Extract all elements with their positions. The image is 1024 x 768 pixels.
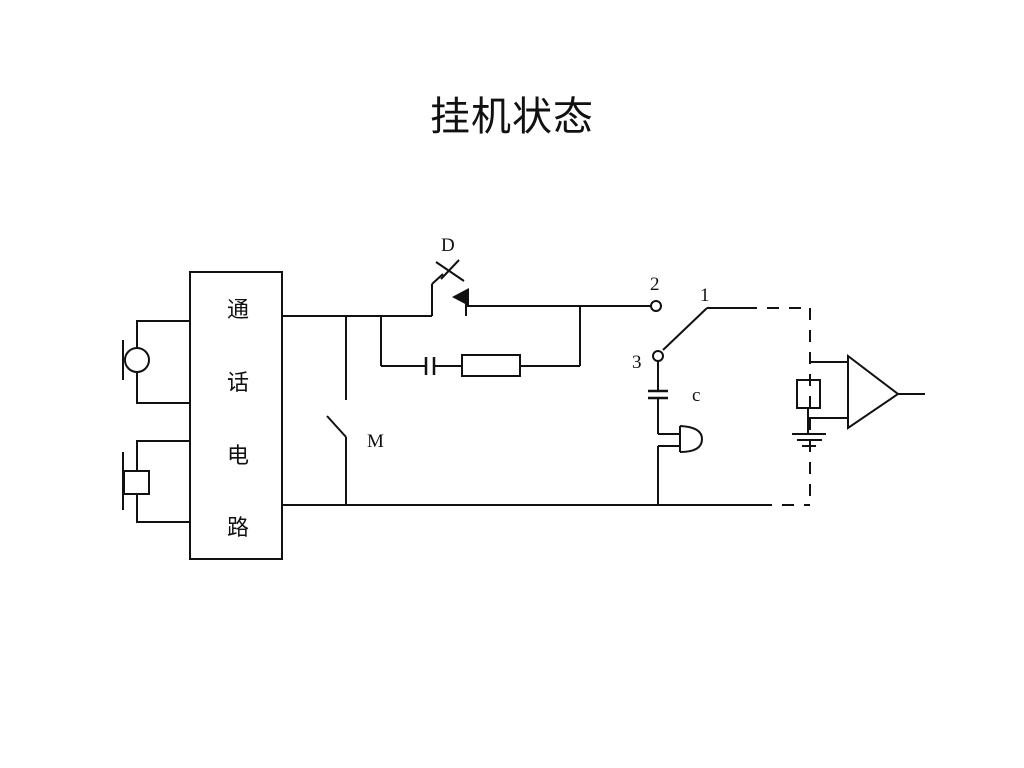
block-char-4: 路: [227, 516, 249, 541]
block-char-2: 话: [227, 371, 249, 396]
receiver-icon: [122, 440, 190, 523]
contact-3-label: 3: [632, 352, 642, 373]
contact-3-terminal: [652, 350, 664, 362]
diode-icon: [431, 259, 652, 316]
diode-arrow-icon: [452, 288, 469, 306]
capacitor-label: c: [692, 385, 700, 406]
dashed-line-connection: [745, 307, 811, 506]
amplifier-icon: [808, 353, 925, 430]
hook-switch: [326, 415, 347, 505]
microphone-icon: [122, 320, 190, 404]
switch-lever: [662, 307, 708, 351]
call-circuit-block: [189, 271, 283, 560]
contact-2-label: 2: [650, 274, 660, 295]
capacitor-c: [648, 361, 668, 434]
diode-label: D: [441, 235, 455, 256]
hook-switch-label: M: [367, 431, 384, 452]
ground-icon: [792, 433, 826, 447]
contact-2-terminal: [650, 300, 662, 312]
page-title: 挂机状态: [430, 94, 594, 140]
block-char-1: 通: [227, 298, 249, 323]
rc-branch: [380, 306, 581, 377]
bell-icon: [657, 425, 704, 505]
contact-1-label: 1: [700, 285, 710, 306]
remote-resistor: [796, 379, 821, 434]
block-char-3: 电: [227, 444, 249, 469]
